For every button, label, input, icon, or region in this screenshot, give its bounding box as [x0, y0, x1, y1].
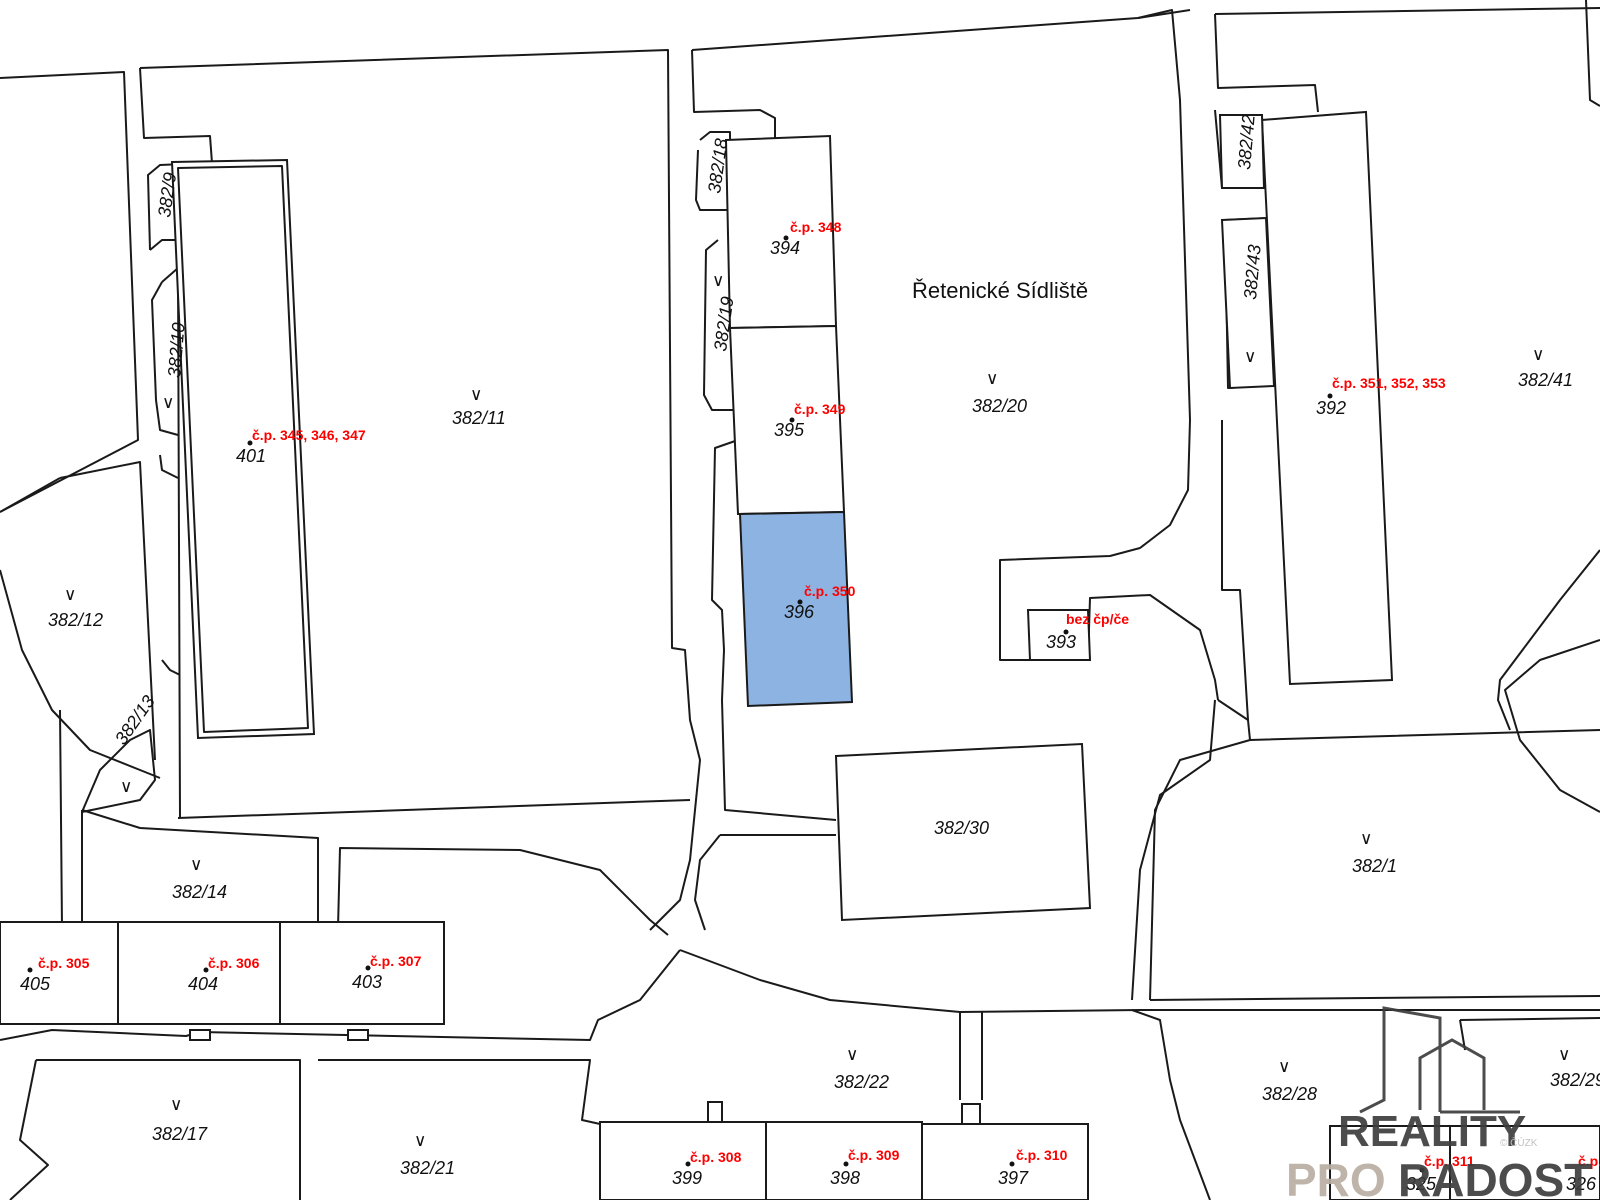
- house-number-392: č.p. 351, 352, 353: [1332, 375, 1446, 391]
- parcel-label-404: 404: [188, 974, 218, 994]
- parcel-labels: 401 382/11 382/12 382/9 382/10 382/13 38…: [20, 114, 1600, 1194]
- parcel-label-397: 397: [998, 1168, 1029, 1188]
- house-number-395: č.p. 349: [794, 401, 846, 417]
- parcel-label-392: 392: [1316, 398, 1346, 418]
- house-number-325: č.p. 311: [1424, 1153, 1475, 1169]
- house-number-394: č.p. 348: [790, 219, 842, 235]
- building-404[interactable]: [117, 921, 281, 1025]
- definition-points: [27, 235, 1425, 1173]
- grass-symbol-icon: ∨: [1244, 347, 1256, 367]
- watermark-line1: REALITY: [1338, 1107, 1526, 1156]
- parcel-label-382-11: 382/11: [452, 408, 506, 428]
- building-401[interactable]: [170, 158, 316, 740]
- grass-symbol-icon: ∨: [170, 1095, 182, 1115]
- parcel-label-396: 396: [784, 602, 815, 622]
- parcel-label-382-28: 382/28: [1262, 1084, 1317, 1104]
- parcel-label-382-30: 382/30: [934, 818, 989, 838]
- building-382-30[interactable]: [834, 742, 1092, 922]
- parcel-label-393: 393: [1046, 632, 1076, 652]
- parcel-label-382-20: 382/20: [972, 396, 1027, 416]
- watermark-logo: REALITY PRO RADOST © ČÚZK: [1286, 1006, 1592, 1200]
- building-403[interactable]: [279, 921, 445, 1025]
- grass-symbol-icon: ∨: [712, 271, 724, 291]
- parcel-label-382-12: 382/12: [48, 610, 103, 630]
- parcel-label-401: 401: [236, 446, 266, 466]
- house-number-405: č.p. 305: [38, 955, 90, 971]
- house-number-labels: č.p. 345, 346, 347 č.p. 348 č.p. 349 č.p…: [38, 219, 1600, 1169]
- parcel-label-325: 325: [1406, 1174, 1437, 1194]
- building-398[interactable]: [765, 1121, 923, 1200]
- grass-symbol-icon: ∨: [64, 585, 76, 605]
- grass-symbol-icon: ∨: [1360, 829, 1372, 849]
- building-325[interactable]: [1329, 1125, 1451, 1200]
- grass-symbol-icon: ∨: [162, 393, 174, 413]
- parcel-label-382-17: 382/17: [152, 1124, 208, 1144]
- grass-symbol-icon: ∨: [120, 777, 132, 797]
- house-outline-icon: [1359, 1006, 1442, 1114]
- parcel-label-382-14: 382/14: [172, 882, 227, 902]
- house-number-396: č.p. 350: [804, 583, 856, 599]
- house-number-398: č.p. 309: [848, 1147, 900, 1163]
- grass-symbol-icon: ∨: [414, 1131, 426, 1151]
- grass-symbols: ∨ ∨ ∨ ∨ ∨ ∨ ∨ ∨ ∨ ∨ ∨ ∨ ∨ ∨ ∨: [64, 271, 1570, 1151]
- grass-symbol-icon: ∨: [846, 1045, 858, 1065]
- copyright-cuzk: © ČÚZK: [1500, 1136, 1538, 1149]
- house-number-404: č.p. 306: [208, 955, 260, 971]
- roof-icon: [1418, 1038, 1486, 1110]
- building-382-42[interactable]: [1218, 114, 1266, 189]
- grass-symbol-icon: ∨: [470, 385, 482, 405]
- grass-symbol-icon: ∨: [1558, 1045, 1570, 1065]
- house-number-403: č.p. 307: [370, 953, 422, 969]
- parcel-label-382-29: 382/29: [1550, 1070, 1600, 1090]
- locality-name: Řetenické Sídliště: [912, 278, 1088, 303]
- parcel-label-382-22: 382/22: [834, 1072, 889, 1092]
- parcel-label-405: 405: [20, 974, 51, 994]
- grass-symbol-icon: ∨: [1532, 345, 1544, 365]
- watermark-pro: PRO: [1286, 1154, 1386, 1200]
- house-number-397: č.p. 310: [1016, 1147, 1068, 1163]
- parcel-label-382-42: 382/42: [1234, 114, 1259, 171]
- parcel-label-382-43: 382/43: [1240, 244, 1265, 301]
- building-326[interactable]: [1449, 1125, 1600, 1200]
- building-405[interactable]: [0, 921, 119, 1025]
- building-396-selected[interactable]: [738, 510, 854, 708]
- parcel-label-326: 326: [1566, 1174, 1597, 1194]
- house-number-326: č.p.: [1578, 1153, 1600, 1169]
- parcel-label-382-21: 382/21: [400, 1158, 455, 1178]
- buildings: [0, 110, 1600, 1200]
- watermark-radost: RADOST: [1398, 1154, 1592, 1200]
- grass-symbol-icon: ∨: [1278, 1057, 1290, 1077]
- building-393[interactable]: [1026, 609, 1092, 661]
- building-382-43[interactable]: [1220, 216, 1276, 390]
- house-number-399: č.p. 308: [690, 1149, 742, 1165]
- parcel-label-399: 399: [672, 1168, 702, 1188]
- house-number-393: bez čp/če: [1066, 611, 1129, 627]
- building-392[interactable]: [1260, 110, 1394, 686]
- building-397[interactable]: [921, 1123, 1089, 1200]
- parcel-label-382-41: 382/41: [1518, 370, 1573, 390]
- house-number-401: č.p. 345, 346, 347: [252, 427, 366, 443]
- grass-symbol-icon: ∨: [986, 369, 998, 389]
- parcel-label-394: 394: [770, 238, 800, 258]
- parcel-label-382-10: 382/10: [164, 322, 189, 379]
- grass-symbol-icon: ∨: [190, 855, 202, 875]
- parcel-label-395: 395: [774, 420, 805, 440]
- parcel-label-382-1: 382/1: [1352, 856, 1397, 876]
- parcel-label-403: 403: [352, 972, 382, 992]
- parcel-label-398: 398: [830, 1168, 860, 1188]
